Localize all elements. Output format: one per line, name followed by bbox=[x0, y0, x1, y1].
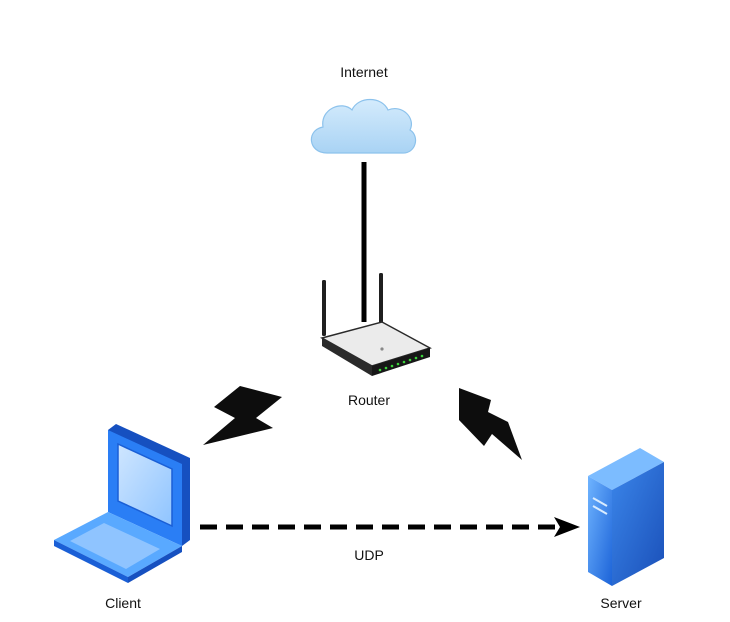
udp-arrowhead bbox=[554, 517, 580, 537]
server-tower-icon bbox=[588, 448, 664, 586]
wireless-link-server-icon bbox=[459, 388, 522, 460]
laptop-icon bbox=[54, 424, 190, 583]
router-label: Router bbox=[347, 392, 391, 408]
wifi-router-icon bbox=[320, 273, 432, 376]
internet-label: Internet bbox=[340, 64, 388, 80]
udp-label: UDP bbox=[354, 547, 384, 563]
wireless-link-client-icon bbox=[203, 386, 282, 445]
cloud-icon bbox=[310, 98, 417, 154]
server-label: Server bbox=[600, 595, 642, 611]
client-label: Client bbox=[105, 595, 141, 611]
